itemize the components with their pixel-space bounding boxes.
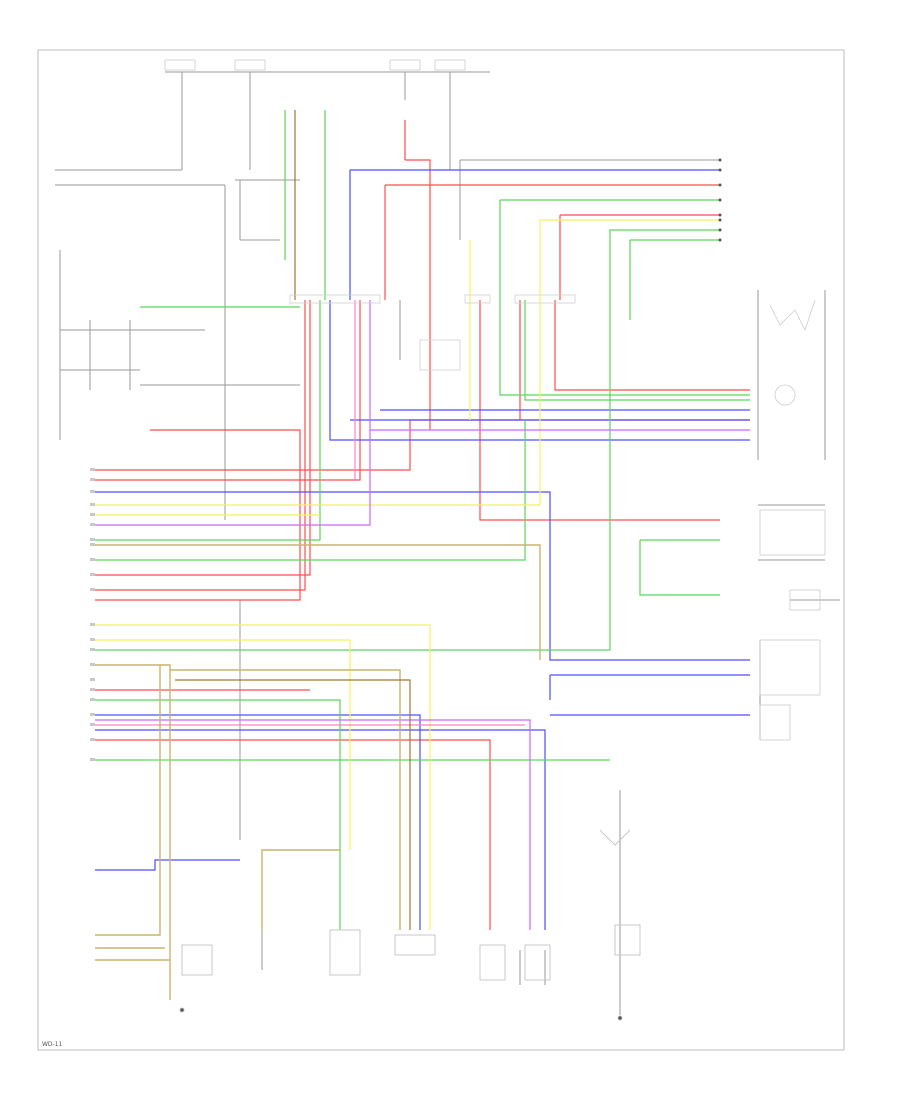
right-components — [759, 299, 826, 741]
diagram-frame — [37, 49, 845, 1051]
ecm-connector-pins — [90, 468, 95, 761]
wire-violet — [95, 300, 750, 930]
bottom-sensors — [179, 829, 641, 1021]
wire-pink — [95, 300, 525, 726]
central-connector — [289, 294, 576, 371]
wire-brown — [175, 110, 411, 930]
wire-red — [95, 120, 750, 930]
wire-blue — [95, 169, 750, 930]
sheet-id: WD-11 — [42, 1041, 63, 1048]
wire-tan — [95, 544, 541, 1000]
fuse-block — [164, 59, 466, 71]
tr-connector-dots — [718, 158, 722, 242]
wire-yellow — [95, 219, 720, 930]
ground-and-frame-wires — [55, 71, 840, 1015]
wire-green — [95, 110, 750, 930]
